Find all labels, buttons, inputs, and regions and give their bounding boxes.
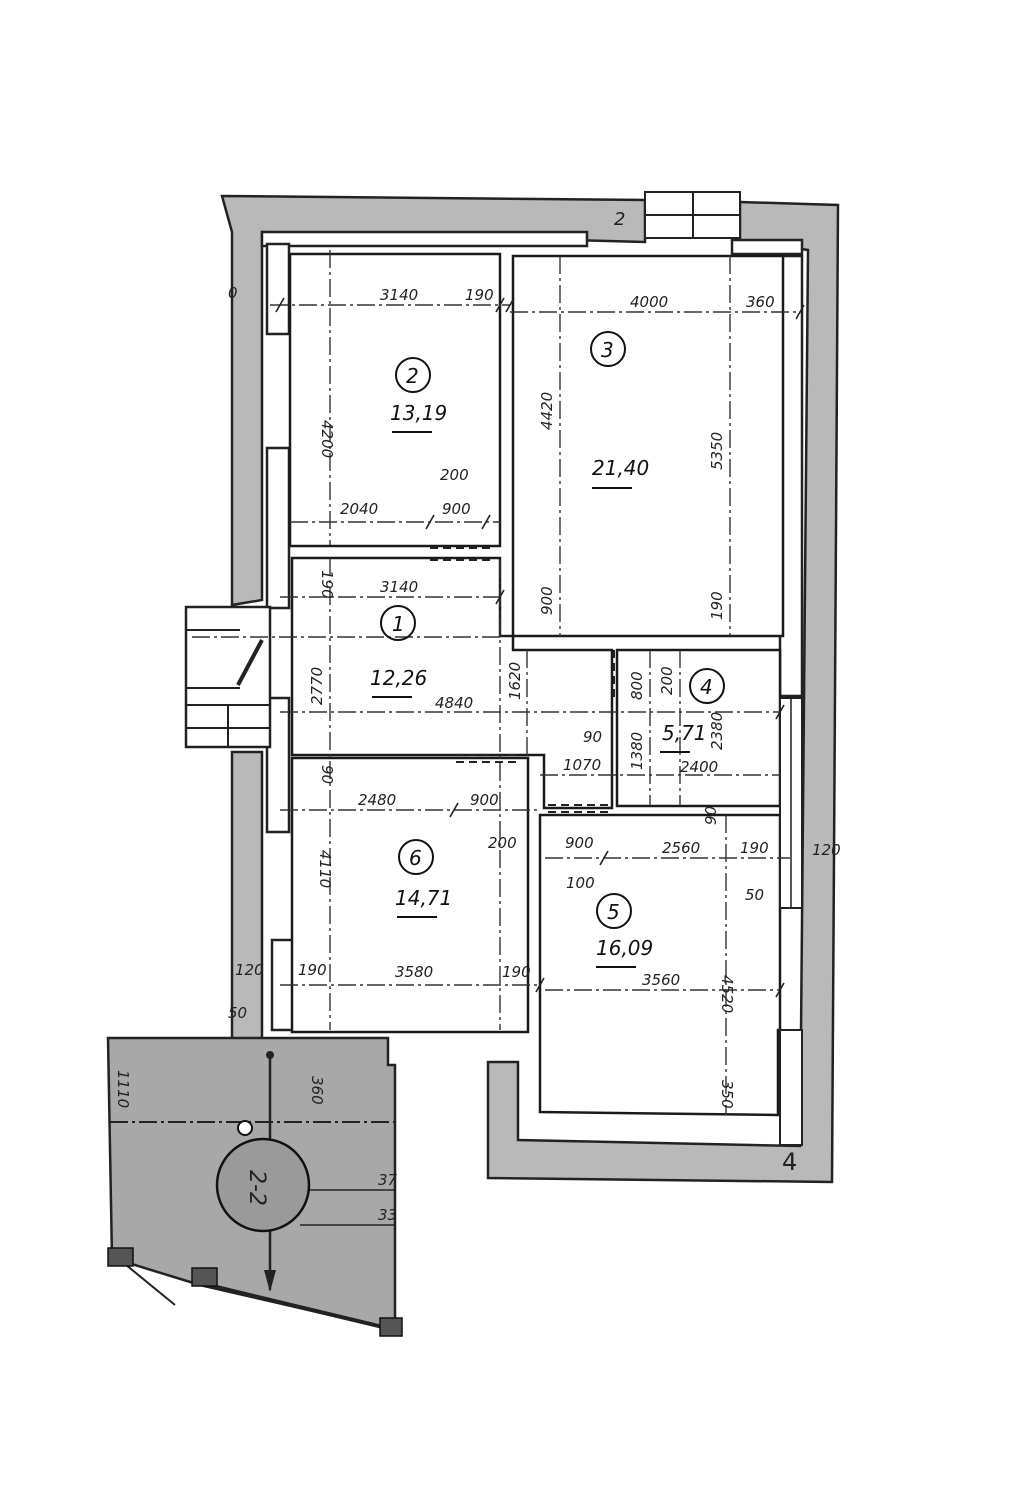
dim-r4-800: 800 — [628, 671, 646, 700]
dim-r1-right: 1620 — [506, 662, 524, 700]
dim-r6-height: 4110 — [316, 850, 334, 888]
dim-r6-right: 190 — [502, 963, 531, 981]
dimension-ticks — [275, 297, 805, 998]
dim-left-edge: 0 — [228, 284, 238, 302]
dim-r3-height-right: 5350 — [708, 432, 726, 470]
room-4-number: 4 — [700, 675, 713, 699]
dim-r4-width: 2400 — [680, 758, 718, 776]
dim-r5-190: 190 — [740, 839, 769, 857]
dim-balcony-1110: 1110 — [114, 1070, 132, 1108]
dim-r5-height: 4520 — [718, 975, 736, 1013]
dim-r5-width: 3560 — [642, 971, 680, 989]
top-mark-2: 2 — [614, 209, 625, 230]
balcony — [106, 1036, 403, 1337]
room-5-number: 5 — [607, 900, 620, 924]
dim-r6-90: 90 — [318, 765, 336, 784]
top-window — [644, 191, 741, 239]
dimension-lines — [192, 250, 800, 1115]
dim-r5-350: 350 — [718, 1080, 736, 1109]
dim-r2-door: 900 — [442, 500, 471, 518]
room-6-number: 6 — [409, 846, 422, 870]
dim-r2-height: 4200 — [318, 420, 336, 458]
dim-r6-door: 900 — [470, 791, 499, 809]
room-5-area: 16,09 — [596, 936, 653, 960]
dim-r4-90: 90 — [583, 728, 602, 746]
right-window — [779, 697, 803, 1146]
dimension-labels: 3140 190 4000 360 4200 2040 200 900 4420… — [228, 284, 841, 1109]
dim-r6-left: 190 — [298, 961, 327, 979]
entrance — [184, 605, 272, 749]
dim-r5-50: 50 — [745, 886, 764, 904]
dim-r3-wall: 190 — [708, 591, 726, 620]
room-2-area: 13,19 — [390, 401, 447, 425]
dim-r6-top: 2480 — [358, 791, 396, 809]
room-4 — [615, 648, 782, 808]
dim-r5-100: 100 — [566, 874, 595, 892]
dim-r2-wall: 190 — [465, 286, 494, 304]
room-6-area: 14,71 — [395, 886, 452, 910]
dim-r3-width: 4000 — [630, 293, 668, 311]
dim-r3-height-left: 4420 — [538, 392, 556, 430]
dim-r6-width: 3580 — [395, 963, 433, 981]
room-4-area: 5,71 — [662, 721, 707, 745]
dim-r3-side: 360 — [746, 293, 775, 311]
dim-r6-120: 120 — [235, 961, 264, 979]
dim-r5-90: 90 — [702, 806, 720, 825]
dim-r1-width: 3140 — [380, 578, 418, 596]
dim-r2-bottom: 2040 — [340, 500, 378, 518]
room-5 — [538, 813, 782, 1117]
dim-r4-1380: 1380 — [628, 732, 646, 770]
dim-balcony-360: 360 — [308, 1076, 326, 1105]
room-1-area: 12,26 — [370, 666, 427, 690]
room-3-number: 3 — [601, 338, 614, 362]
dim-r4-height: 2380 — [708, 712, 726, 750]
room-3 — [511, 254, 785, 638]
dim-r3-door: 900 — [538, 586, 556, 615]
dim-r5-door: 900 — [565, 834, 594, 852]
section-mark-4: 4 — [782, 1148, 797, 1176]
dim-r1-height: 2770 — [308, 667, 326, 705]
balcony-circle-label: 2-2 — [244, 1170, 269, 1206]
dim-r1-length: 4840 — [435, 694, 473, 712]
door-openings — [430, 547, 615, 813]
room-markers — [380, 331, 725, 929]
dim-balcony-37: 37 — [378, 1171, 398, 1189]
room-2-number: 2 — [406, 364, 419, 388]
dim-r6-200: 200 — [488, 834, 517, 852]
dim-r4-1070: 1070 — [563, 756, 601, 774]
dim-balcony-33: 33 — [378, 1206, 397, 1224]
room-1-number: 1 — [392, 612, 405, 636]
dim-r6-50: 50 — [228, 1004, 247, 1022]
dim-r2-width: 3140 — [380, 286, 418, 304]
room-2 — [288, 252, 502, 548]
room-6 — [290, 756, 530, 1034]
room-3-area: 21,40 — [592, 456, 649, 480]
dim-r1-wall: 190 — [318, 570, 336, 599]
dim-r4-200: 200 — [658, 666, 676, 695]
dim-r5-120: 120 — [812, 841, 841, 859]
dim-r2-door-offset: 200 — [440, 466, 469, 484]
dim-r5-top: 2560 — [662, 839, 700, 857]
